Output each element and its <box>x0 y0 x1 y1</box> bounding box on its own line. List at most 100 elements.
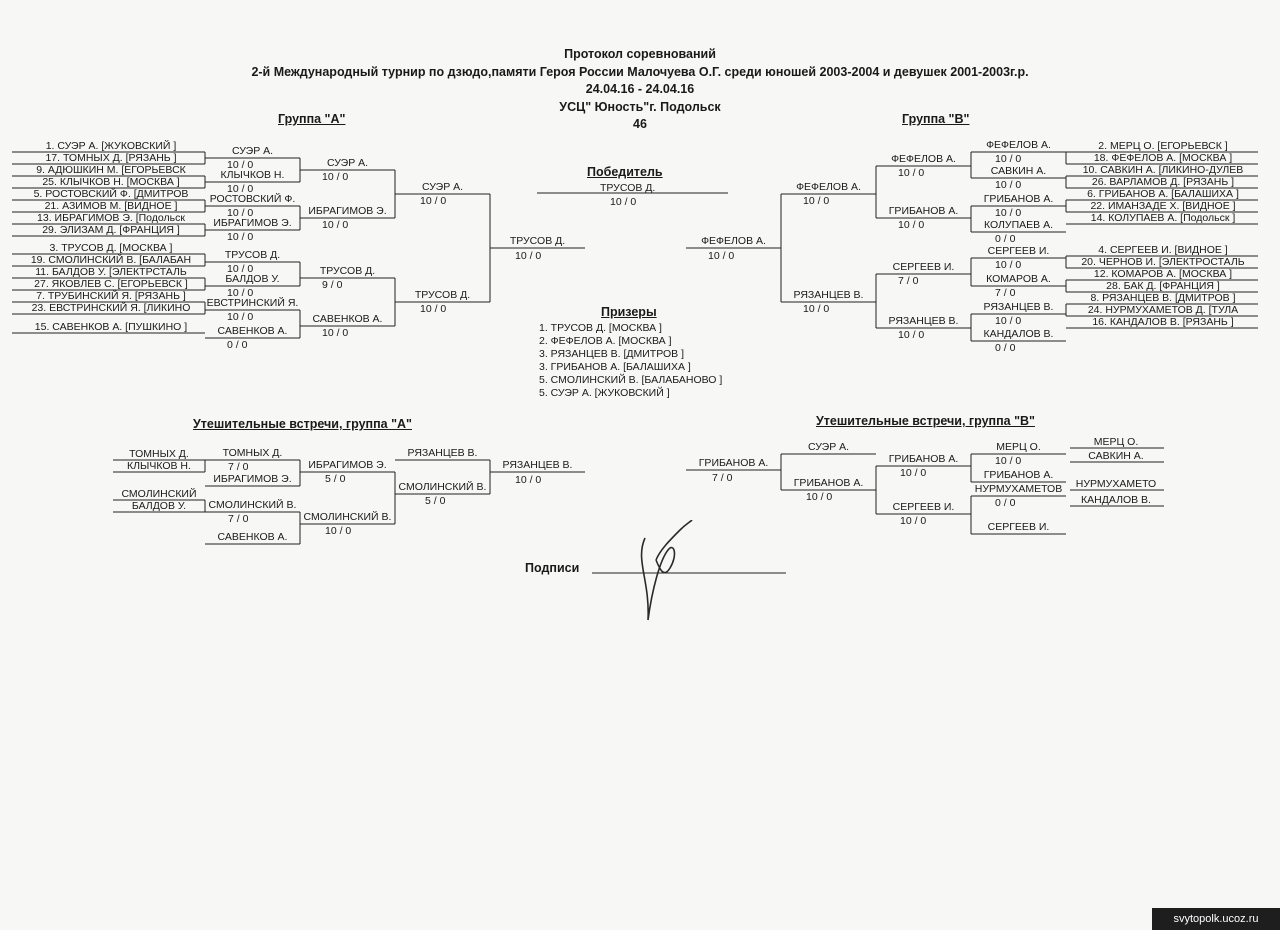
entrant-b-1: 2. МЕРЦ О. [ЕГОРЬЕВСК ] <box>1098 140 1228 152</box>
b-r1-name-6: КОМАРОВ А. <box>986 273 1051 285</box>
entrant-b-6: 22. ИМАНЗАДЕ Х. [ВИДНОЕ ] <box>1090 200 1236 212</box>
b-r2-name-4: РЯЗАНЦЕВ В. <box>888 315 959 327</box>
b-final-name: ФЕФЕЛОВ А. <box>701 235 766 247</box>
b-r1-score-2: 10 / 0 <box>995 179 1022 191</box>
b-r2-name-2: ГРИБАНОВ А. <box>888 205 959 217</box>
weight-category: 46 <box>633 117 647 131</box>
signatures-label: Подписи <box>525 561 580 575</box>
a-r1-name-5: ТРУСОВ Д. <box>224 249 281 261</box>
prize-item: 3. ГРИБАНОВ А. [БАЛАШИХА ] <box>539 361 691 373</box>
b-r1-score-4: 0 / 0 <box>995 233 1016 245</box>
cons-a-r1-name-1: ТОМНЫХ Д. <box>222 447 283 459</box>
a-r2-score-3: 9 / 0 <box>322 279 343 291</box>
cons-b-r1-name-3: НУРМУХАМЕТОВ <box>974 483 1063 495</box>
entrant-a-11: 11. БАЛДОВ У. [ЭЛЕКТРСТАЛЬ <box>35 266 187 278</box>
prize-item: 1. ТРУСОВ Д. [МОСКВА ] <box>539 322 662 334</box>
a-r1-score-3: 10 / 0 <box>227 207 254 219</box>
b-r1-score-7: 10 / 0 <box>995 315 1022 327</box>
a-r1-score-6: 10 / 0 <box>227 287 254 299</box>
b-r1-name-1: ФЕФЕЛОВ А. <box>986 139 1051 151</box>
entrant-a-8: 29. ЭЛИЗАМ Д. [ФРАНЦИЯ ] <box>42 224 180 236</box>
entrant-b-9: 20. ЧЕРНОВ И. [ЭЛЕКТРОСТАЛЬ <box>1081 256 1245 268</box>
cons-b-r3-name-2: ГРИБАНОВ А. <box>793 477 864 489</box>
entrant-b-3: 10. САВКИН А. [ЛИКИНО-ДУЛЕВ <box>1082 164 1244 176</box>
entrant-a-14: 23. ЕВСТРИНСКИЙ Я. [ЛИКИНО <box>31 302 191 314</box>
cons-a-entrant-1: ТОМНЫХ Д. <box>129 448 189 460</box>
entrant-a-6: 21. АЗИМОВ М. [ВИДНОЕ ] <box>44 200 178 212</box>
group-b-title: Группа "В" <box>902 112 970 126</box>
prize-item: 3. РЯЗАНЦЕВ В. [ДМИТРОВ ] <box>539 348 685 360</box>
a-r2-name-2: ИБРАГИМОВ Э. <box>308 205 387 217</box>
entrant-b-12: 8. РЯЗАНЦЕВ В. [ДМИТРОВ ] <box>1090 292 1236 304</box>
b-r1-score-5: 10 / 0 <box>995 259 1022 271</box>
b-r2-score-1: 10 / 0 <box>898 167 925 179</box>
entrant-b-5: 6. ГРИБАНОВ А. [БАЛАШИХА ] <box>1087 188 1239 200</box>
winner-score: 10 / 0 <box>610 196 637 208</box>
a-r3-score-1: 10 / 0 <box>420 195 447 207</box>
a-r2-score-4: 10 / 0 <box>322 327 349 339</box>
cons-a-entrant-4: БАЛДОВ У. <box>131 500 187 512</box>
cons-a-r2-score-2: 10 / 0 <box>325 525 352 537</box>
cons-a-r3-score-2: 5 / 0 <box>425 495 446 507</box>
b-r1-name-2: САВКИН А. <box>990 165 1047 177</box>
a-r1-score-1: 10 / 0 <box>227 159 254 171</box>
winner-name: ТРУСОВ Д. <box>600 182 656 194</box>
entrant-b-8: 4. СЕРГЕЕВ И. [ВИДНОЕ ] <box>1098 244 1228 256</box>
cons-a-entrant-3: СМОЛИНСКИЙ <box>121 488 197 500</box>
entrant-a-15: 15. САВЕНКОВ А. [ПУШКИНО ] <box>34 321 188 333</box>
cons-b-entrant-4: КАНДАЛОВ В. <box>1081 494 1151 506</box>
b-r2-score-4: 10 / 0 <box>898 329 925 341</box>
b-r1-name-7: РЯЗАНЦЕВ В. <box>983 301 1054 313</box>
entrant-b-7: 14. КОЛУПАЕВ А. [Подольск ] <box>1090 212 1236 224</box>
entrant-a-1: 1. СУЭР А. [ЖУКОВСКИЙ ] <box>45 140 177 152</box>
a-r1-score-7: 10 / 0 <box>227 311 254 323</box>
b-r1-name-8: КАНДАЛОВ В. <box>983 328 1054 340</box>
cons-a-r1-name-4: САВЕНКОВ А. <box>217 531 288 543</box>
a-r1-name-7: ЕВСТРИНСКИЙ Я. <box>206 297 299 309</box>
cons-b-r1-name-1: МЕРЦ О. <box>996 441 1041 453</box>
a-r2-name-1: СУЭР А. <box>326 157 369 169</box>
tournament-name: 2-й Международный турнир по дзюдо,памяти… <box>251 65 1029 79</box>
entrant-a-13: 7. ТРУБИНСКИЙ Я. [РЯЗАНЬ ] <box>36 290 186 302</box>
cons-b-r2-score-1: 10 / 0 <box>900 467 927 479</box>
group-a-title: Группа "А" <box>278 112 346 126</box>
cons-a-r3-name-2: СМОЛИНСКИЙ В. <box>398 481 487 493</box>
a-final-score: 10 / 0 <box>515 250 542 262</box>
prize-item: 2. ФЕФЕЛОВ А. [МОСКВА ] <box>539 335 672 347</box>
a-r1-name-1: СУЭР А. <box>231 145 274 157</box>
a-r2-score-2: 10 / 0 <box>322 219 349 231</box>
cons-b-r2-score-2: 10 / 0 <box>900 515 927 527</box>
a-r1-name-6: БАЛДОВ У. <box>225 273 280 285</box>
b-r1-score-6: 7 / 0 <box>995 287 1016 299</box>
consolation-a-title: Утешительные встречи, группа "А" <box>193 417 412 431</box>
cons-a-r1-name-3: СМОЛИНСКИЙ В. <box>208 499 297 511</box>
entrant-a-4: 25. КЛЫЧКОВ Н. [МОСКВА ] <box>42 176 180 188</box>
b-r2-score-3: 7 / 0 <box>898 275 919 287</box>
prize-item: 5. СУЭР А. [ЖУКОВСКИЙ ] <box>539 387 670 399</box>
a-final-name: ТРУСОВ Д. <box>509 235 566 247</box>
entrant-a-5: 5. РОСТОВСКИЙ Ф. [ДМИТРОВ <box>33 188 189 200</box>
tournament-venue: УСЦ" Юность"г. Подольск <box>559 100 721 114</box>
cons-a-r1-score-1: 7 / 0 <box>228 461 249 473</box>
entrant-b-10: 12. КОМАРОВ А. [МОСКВА ] <box>1093 268 1233 280</box>
a-r2-name-3: ТРУСОВ Д. <box>319 265 376 277</box>
cons-a-r3-name-1: РЯЗАНЦЕВ В. <box>407 447 478 459</box>
cons-a-final-name: РЯЗАНЦЕВ В. <box>502 459 573 471</box>
b-r1-name-3: ГРИБАНОВ А. <box>983 193 1054 205</box>
a-r1-score-8: 0 / 0 <box>227 339 248 351</box>
b-r2-name-1: ФЕФЕЛОВ А. <box>891 153 956 165</box>
a-r3-name-1: СУЭР А. <box>421 181 464 193</box>
b-r1-score-3: 10 / 0 <box>995 207 1022 219</box>
entrant-b-14: 16. КАНДАЛОВ В. [РЯЗАНЬ ] <box>1092 316 1234 328</box>
a-r1-name-3: РОСТОВСКИЙ Ф. <box>209 193 296 205</box>
cons-b-r1-score-1: 10 / 0 <box>995 455 1022 467</box>
b-r3-name-1: ФЕФЕЛОВ А. <box>796 181 861 193</box>
entrant-a-10: 19. СМОЛИНСКИЙ В. [БАЛАБАН <box>30 254 192 266</box>
a-r3-name-2: ТРУСОВ Д. <box>414 289 471 301</box>
a-r3-score-2: 10 / 0 <box>420 303 447 315</box>
cons-a-r2-name-2: СМОЛИНСКИЙ В. <box>303 511 392 523</box>
cons-b-r1-name-4: СЕРГЕЕВ И. <box>987 521 1050 533</box>
b-r1-name-5: СЕРГЕЕВ И. <box>987 245 1050 257</box>
cons-b-r1-score-3: 0 / 0 <box>995 497 1016 509</box>
